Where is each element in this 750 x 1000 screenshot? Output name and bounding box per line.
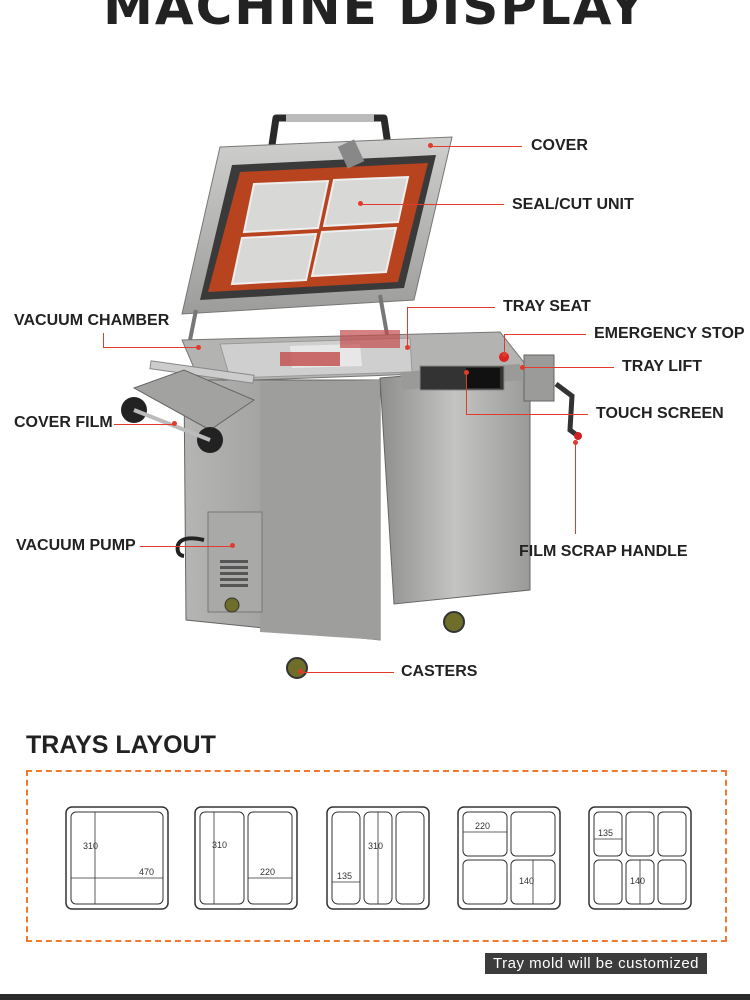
- machine-illustration: [121, 114, 582, 679]
- casters-leader: [300, 672, 394, 673]
- cover-leader: [430, 146, 522, 147]
- emergency-stop-vleader: [504, 334, 505, 354]
- page-title: MACHINE DISPLAY: [103, 0, 647, 36]
- tray-3-label-b: 310: [368, 841, 383, 851]
- vacuum-pump-dot: [230, 543, 235, 548]
- cover-dot: [428, 143, 433, 148]
- callout-cover-film: COVER FILM: [14, 414, 113, 431]
- tray-layout-4: 220 140: [457, 806, 561, 910]
- tray-2-label-a: 310: [212, 840, 227, 850]
- tray-seat-leader: [407, 307, 495, 308]
- trays-layout-title: TRAYS LAYOUT: [26, 731, 216, 759]
- trays-layout-box: 310 470 310 220 135 310 220 140: [26, 770, 727, 942]
- bottom-bar: [0, 994, 750, 1000]
- tray-lift-leader: [522, 367, 614, 368]
- tray-2-label-b: 220: [260, 867, 275, 877]
- callout-vacuum-chamber: VACUUM CHAMBER: [14, 312, 170, 329]
- tray-1-label-b: 470: [139, 867, 154, 877]
- tray-seat-dot: [405, 345, 410, 350]
- seal-cut-dot: [358, 201, 363, 206]
- cover-film-leader: [114, 424, 174, 425]
- tray-4-label-b: 140: [519, 876, 534, 886]
- emergency-stop-leader: [504, 334, 586, 335]
- vacuum-chamber-dot: [196, 345, 201, 350]
- callout-film-scrap-handle: FILM SCRAP HANDLE: [519, 543, 688, 560]
- emergency-stop-dot: [502, 352, 507, 357]
- tray-layout-2: 310 220: [194, 806, 298, 910]
- callout-tray-seat: TRAY SEAT: [503, 298, 591, 315]
- tray-1-label-a: 310: [83, 841, 98, 851]
- callout-vacuum-pump: VACUUM PUMP: [16, 537, 136, 554]
- tray-customization-note: Tray mold will be customized: [485, 953, 708, 974]
- casters-dot: [298, 669, 303, 674]
- cover-film-dot: [172, 421, 177, 426]
- tray-4-label-a: 220: [475, 821, 490, 831]
- touch-screen-leader: [466, 414, 588, 415]
- tray-layout-5: 135 140: [588, 806, 692, 910]
- callout-seal-cut-unit: SEAL/CUT UNIT: [512, 196, 634, 213]
- callout-emergency-stop: EMERGENCY STOP: [594, 325, 745, 342]
- film-scrap-vleader: [575, 442, 576, 534]
- tray-3-label-a: 135: [337, 871, 352, 881]
- callout-casters: CASTERS: [401, 663, 478, 680]
- callout-tray-lift: TRAY LIFT: [622, 358, 703, 375]
- vacuum-pump-leader: [140, 546, 232, 547]
- vacuum-chamber-vleader: [103, 333, 104, 347]
- callout-touch-screen: TOUCH SCREEN: [596, 405, 724, 422]
- seal-cut-leader: [360, 204, 504, 205]
- callout-cover: COVER: [531, 137, 588, 154]
- tray-layout-1: 310 470: [65, 806, 169, 910]
- touch-screen-vleader: [466, 372, 467, 414]
- tray-seat-vleader: [407, 307, 408, 347]
- tray-5-label-b: 140: [630, 876, 645, 886]
- tray-5-label-a: 135: [598, 828, 613, 838]
- tray-layout-3: 135 310: [326, 806, 430, 910]
- vacuum-chamber-leader: [103, 347, 198, 348]
